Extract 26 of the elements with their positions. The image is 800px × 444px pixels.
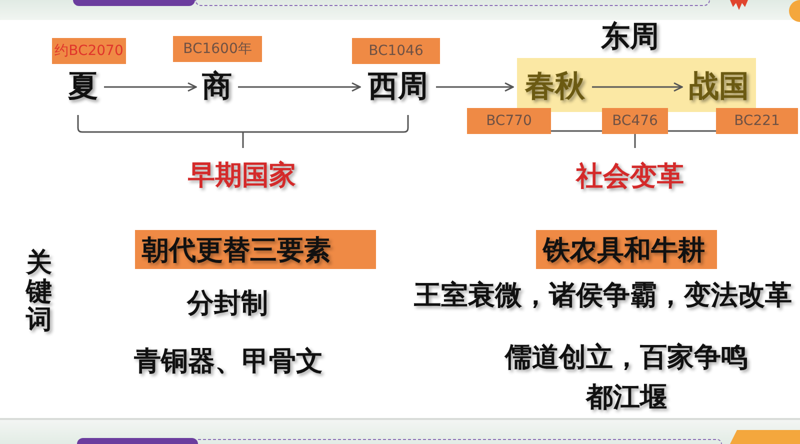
arrow: [238, 82, 361, 92]
date-tag: BC1600年: [173, 36, 262, 62]
keyword-text: 分封制: [187, 288, 268, 320]
date-tag: BC221: [716, 108, 798, 134]
arrow: [104, 82, 197, 92]
keyword-text: 青铜器、甲骨文: [134, 346, 323, 378]
dynasty-name: 春秋: [522, 70, 588, 104]
date-tag: BC1046: [352, 38, 440, 64]
date-tag: BC770: [467, 108, 551, 134]
arrow: [436, 82, 514, 92]
arrow: [592, 82, 683, 92]
period-heading: 东周: [601, 21, 659, 53]
dynasty-name: 商: [200, 70, 234, 104]
vertical-label: 关键词: [26, 249, 52, 335]
keyword-heading: 铁农具和牛耕: [536, 230, 717, 269]
date-tag: 约BC2070: [52, 38, 126, 64]
dynasty-name: 西周: [364, 70, 432, 104]
date-tag: BC476: [602, 108, 668, 134]
dynasty-name: 夏: [66, 70, 100, 104]
keyword-text: 都江堰: [586, 382, 667, 414]
category-label: 早期国家: [188, 160, 296, 192]
dynasty-name: 战国: [686, 70, 752, 104]
category-label: 社会变革: [576, 161, 684, 192]
keyword-text: 王室衰微，诸侯争霸，变法改革: [414, 280, 792, 312]
keyword-text: 儒道创立，百家争鸣: [505, 342, 748, 374]
keyword-heading: 朝代更替三要素: [135, 230, 376, 269]
